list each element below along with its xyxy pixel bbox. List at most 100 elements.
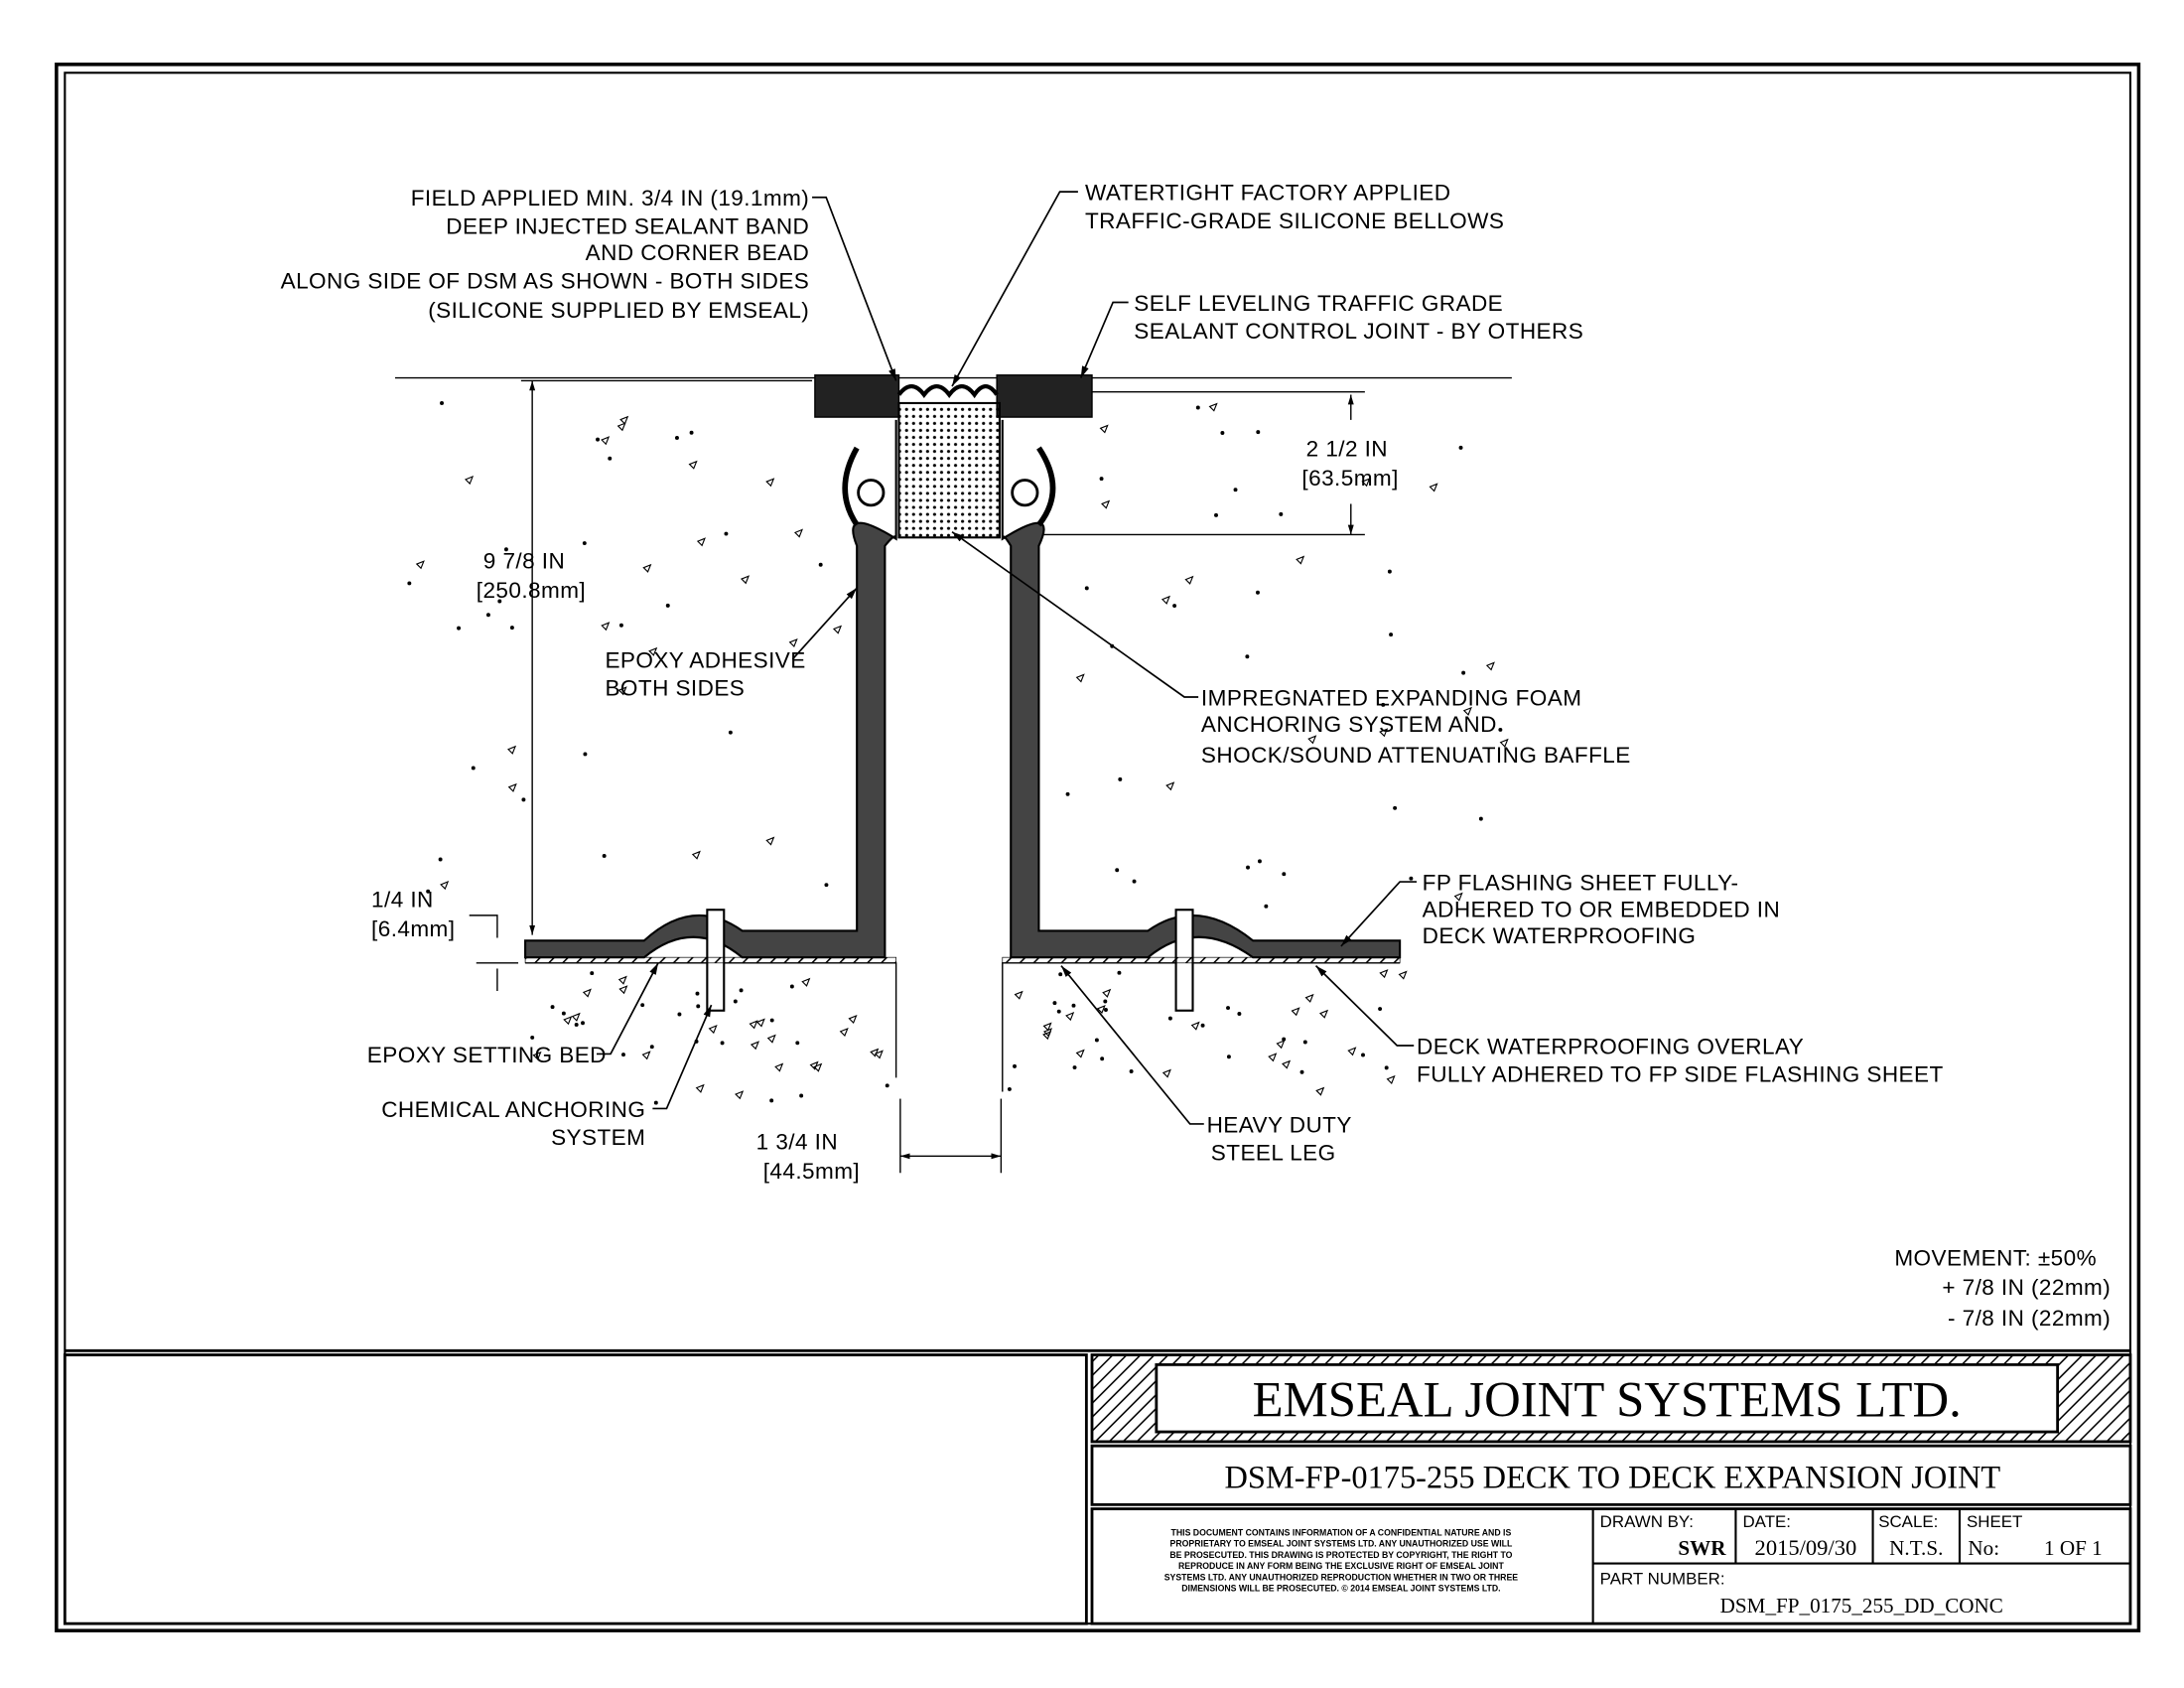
- aggregate-mark: [561, 1011, 566, 1016]
- aggregate-mark: [733, 999, 738, 1004]
- aggregate-mark: [426, 889, 431, 894]
- aggregate-mark: [708, 1025, 718, 1035]
- company-name: EMSEAL JOINT SYSTEMS LTD.: [1253, 1372, 1962, 1428]
- aggregate-mark: [1099, 477, 1104, 482]
- aggregate-mark: [1102, 988, 1112, 998]
- aggregate-mark: [571, 1012, 581, 1022]
- aggregate-mark: [1115, 868, 1120, 873]
- aggregate-mark: [497, 599, 502, 604]
- aggregate-mark: [885, 1083, 889, 1088]
- right-steel-leg: [1001, 419, 1402, 959]
- drawing-title-box: [1090, 1444, 2132, 1506]
- aggregate-mark: [1094, 1038, 1099, 1043]
- aggregate-mark: [695, 991, 700, 996]
- aggregate-mark: [755, 1018, 765, 1028]
- left-header: [814, 374, 900, 418]
- aggregate-mark: [774, 1062, 784, 1072]
- aggregate-mark: [1075, 1049, 1085, 1058]
- callout-line: SEALANT CONTROL JOINT - BY OTHERS: [1134, 319, 1583, 344]
- aggregate-mark: [1195, 405, 1200, 410]
- aggregate-mark: [695, 1083, 705, 1093]
- aggregate-mark: [870, 1048, 880, 1057]
- aggregate-mark: [724, 531, 729, 536]
- dimension-text: [6.4mm]: [371, 916, 455, 941]
- aggregate-mark: [691, 850, 701, 860]
- sheet-label: SHEET: [1967, 1512, 2022, 1531]
- aggregate-mark: [616, 422, 626, 432]
- aggregate-mark: [1282, 872, 1287, 877]
- aggregate-mark: [769, 1098, 774, 1103]
- aggregate-mark: [1256, 590, 1260, 595]
- legal-line: DIMENSIONS WILL BE PROSECUTED. © 2014 EM…: [1181, 1584, 1500, 1594]
- aggregate-mark: [1257, 859, 1262, 864]
- title-block: EMSEAL JOINT SYSTEMS LTD. DSM-FP-0175-25…: [63, 1353, 2132, 1625]
- dimension-1-3-4-in: 1 3/4 IN [44.5mm]: [756, 1129, 860, 1184]
- aggregate-mark: [740, 575, 751, 585]
- aggregate-mark: [689, 430, 694, 435]
- sheet-no-label: No:: [1968, 1536, 1999, 1560]
- aggregate-mark: [813, 1062, 823, 1072]
- date-label: DATE:: [1742, 1512, 1791, 1531]
- aggregate-mark: [765, 478, 775, 488]
- callout-line: DECK WATERPROOFING OVERLAY: [1417, 1034, 1804, 1058]
- sheet-value: 1 OF 1: [2044, 1536, 2103, 1560]
- aggregate-mark: [485, 613, 490, 618]
- aggregate-mark: [582, 541, 587, 546]
- aggregate-mark: [618, 623, 623, 628]
- callout-line: ADHERED TO OR EMBEDDED IN: [1423, 897, 1781, 921]
- aggregate-mark: [1268, 1053, 1278, 1062]
- callout-line: BOTH SIDES: [605, 676, 745, 701]
- dimension-text: 9 7/8 IN: [483, 548, 565, 573]
- aggregate-mark: [1208, 402, 1218, 412]
- right-sealant-bead: [1036, 446, 1056, 527]
- aggregate-mark: [1429, 483, 1438, 492]
- aggregate-mark: [809, 1060, 819, 1070]
- aggregate-mark: [1462, 706, 1472, 716]
- aggregate-mark: [1129, 1069, 1134, 1073]
- aggregate-mark: [848, 1014, 858, 1025]
- scale-value: N.T.S.: [1889, 1536, 1943, 1560]
- aggregate-mark: [1065, 1012, 1075, 1022]
- aggregate-mark: [507, 782, 517, 792]
- callout-line: FIELD APPLIED MIN. 3/4 IN (19.1mm): [411, 186, 810, 211]
- aggregate-mark: [1084, 586, 1089, 591]
- aggregate-mark: [550, 1005, 555, 1010]
- aggregate-mark: [728, 730, 733, 735]
- aggregate-mark: [440, 881, 450, 891]
- aggregate-mark: [582, 988, 592, 998]
- aggregate-mark: [818, 562, 823, 567]
- aggregate-mark: [1499, 738, 1509, 748]
- callout-line: SHOCK/SOUND ATTENUATING BAFFLE: [1201, 743, 1631, 768]
- aggregate-mark: [1071, 1003, 1076, 1008]
- aggregate-mark: [618, 985, 628, 995]
- aggregate-mark: [1065, 791, 1070, 796]
- aggregate-mark: [1485, 661, 1495, 671]
- part-number-value: DSM_FP_0175_255_DD_CONC: [1720, 1594, 2003, 1618]
- aggregate-mark: [1172, 604, 1177, 609]
- dimension-text: [250.8mm]: [477, 578, 586, 603]
- aggregate-mark: [1318, 1009, 1329, 1019]
- aggregate-mark: [1264, 904, 1269, 909]
- aggregate-mark: [1384, 1065, 1389, 1070]
- movement-text: - 7/8 IN (22mm): [1948, 1306, 2111, 1331]
- aggregate-mark: [596, 437, 601, 442]
- aggregate-mark: [1461, 670, 1466, 675]
- callout-line: ALONG SIDE OF DSM AS SHOWN - BOTH SIDES: [281, 268, 810, 293]
- aggregate-mark: [1226, 1055, 1231, 1059]
- legal-line: PROPRIETARY TO EMSEAL JOINT SYSTEMS LTD.…: [1170, 1539, 1513, 1549]
- aggregate-mark: [642, 563, 652, 573]
- company-name-box: [1155, 1362, 2060, 1434]
- callout-self-leveling: SELF LEVELING TRAFFIC GRADE SEALANT CONT…: [1134, 291, 1583, 344]
- legal-line: THIS DOCUMENT CONTAINS INFORMATION OF A …: [1171, 1527, 1512, 1537]
- aggregate-mark: [649, 1045, 654, 1050]
- callout-overlay: DECK WATERPROOFING OVERLAY FULLY ADHERED…: [1417, 1034, 1943, 1086]
- dimension-text: [63.5mm]: [1301, 466, 1398, 491]
- aggregate-mark: [1132, 879, 1137, 884]
- aggregate-mark: [1014, 990, 1024, 1000]
- info-table: [1090, 1507, 2132, 1625]
- aggregate-mark: [1282, 1059, 1292, 1069]
- callout-field-applied-sealant: FIELD APPLIED MIN. 3/4 IN (19.1mm) DEEP …: [281, 186, 810, 323]
- aggregate-mark: [601, 436, 611, 446]
- aggregate-mark: [1453, 892, 1463, 902]
